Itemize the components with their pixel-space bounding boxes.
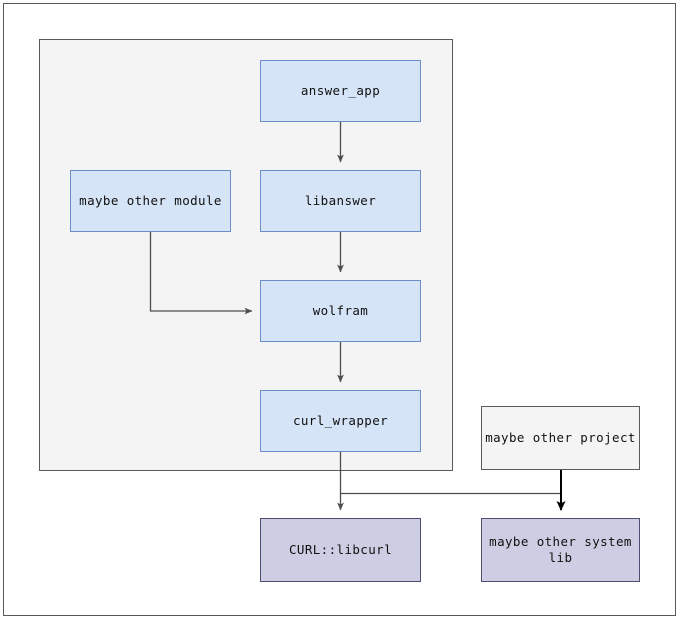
page-border [3,3,676,616]
node-maybe-other-project[interactable]: maybe other project [481,406,640,470]
node-curl-libcurl[interactable]: CURL::libcurl [260,518,421,582]
node-answer-app[interactable]: answer_app [260,60,421,122]
node-libanswer[interactable]: libanswer [260,170,421,232]
node-curl-wrapper[interactable]: curl_wrapper [260,390,421,452]
node-maybe-other-system-lib[interactable]: maybe other system lib [481,518,640,582]
node-maybe-other-module[interactable]: maybe other module [70,170,231,232]
node-wolfram[interactable]: wolfram [260,280,421,342]
